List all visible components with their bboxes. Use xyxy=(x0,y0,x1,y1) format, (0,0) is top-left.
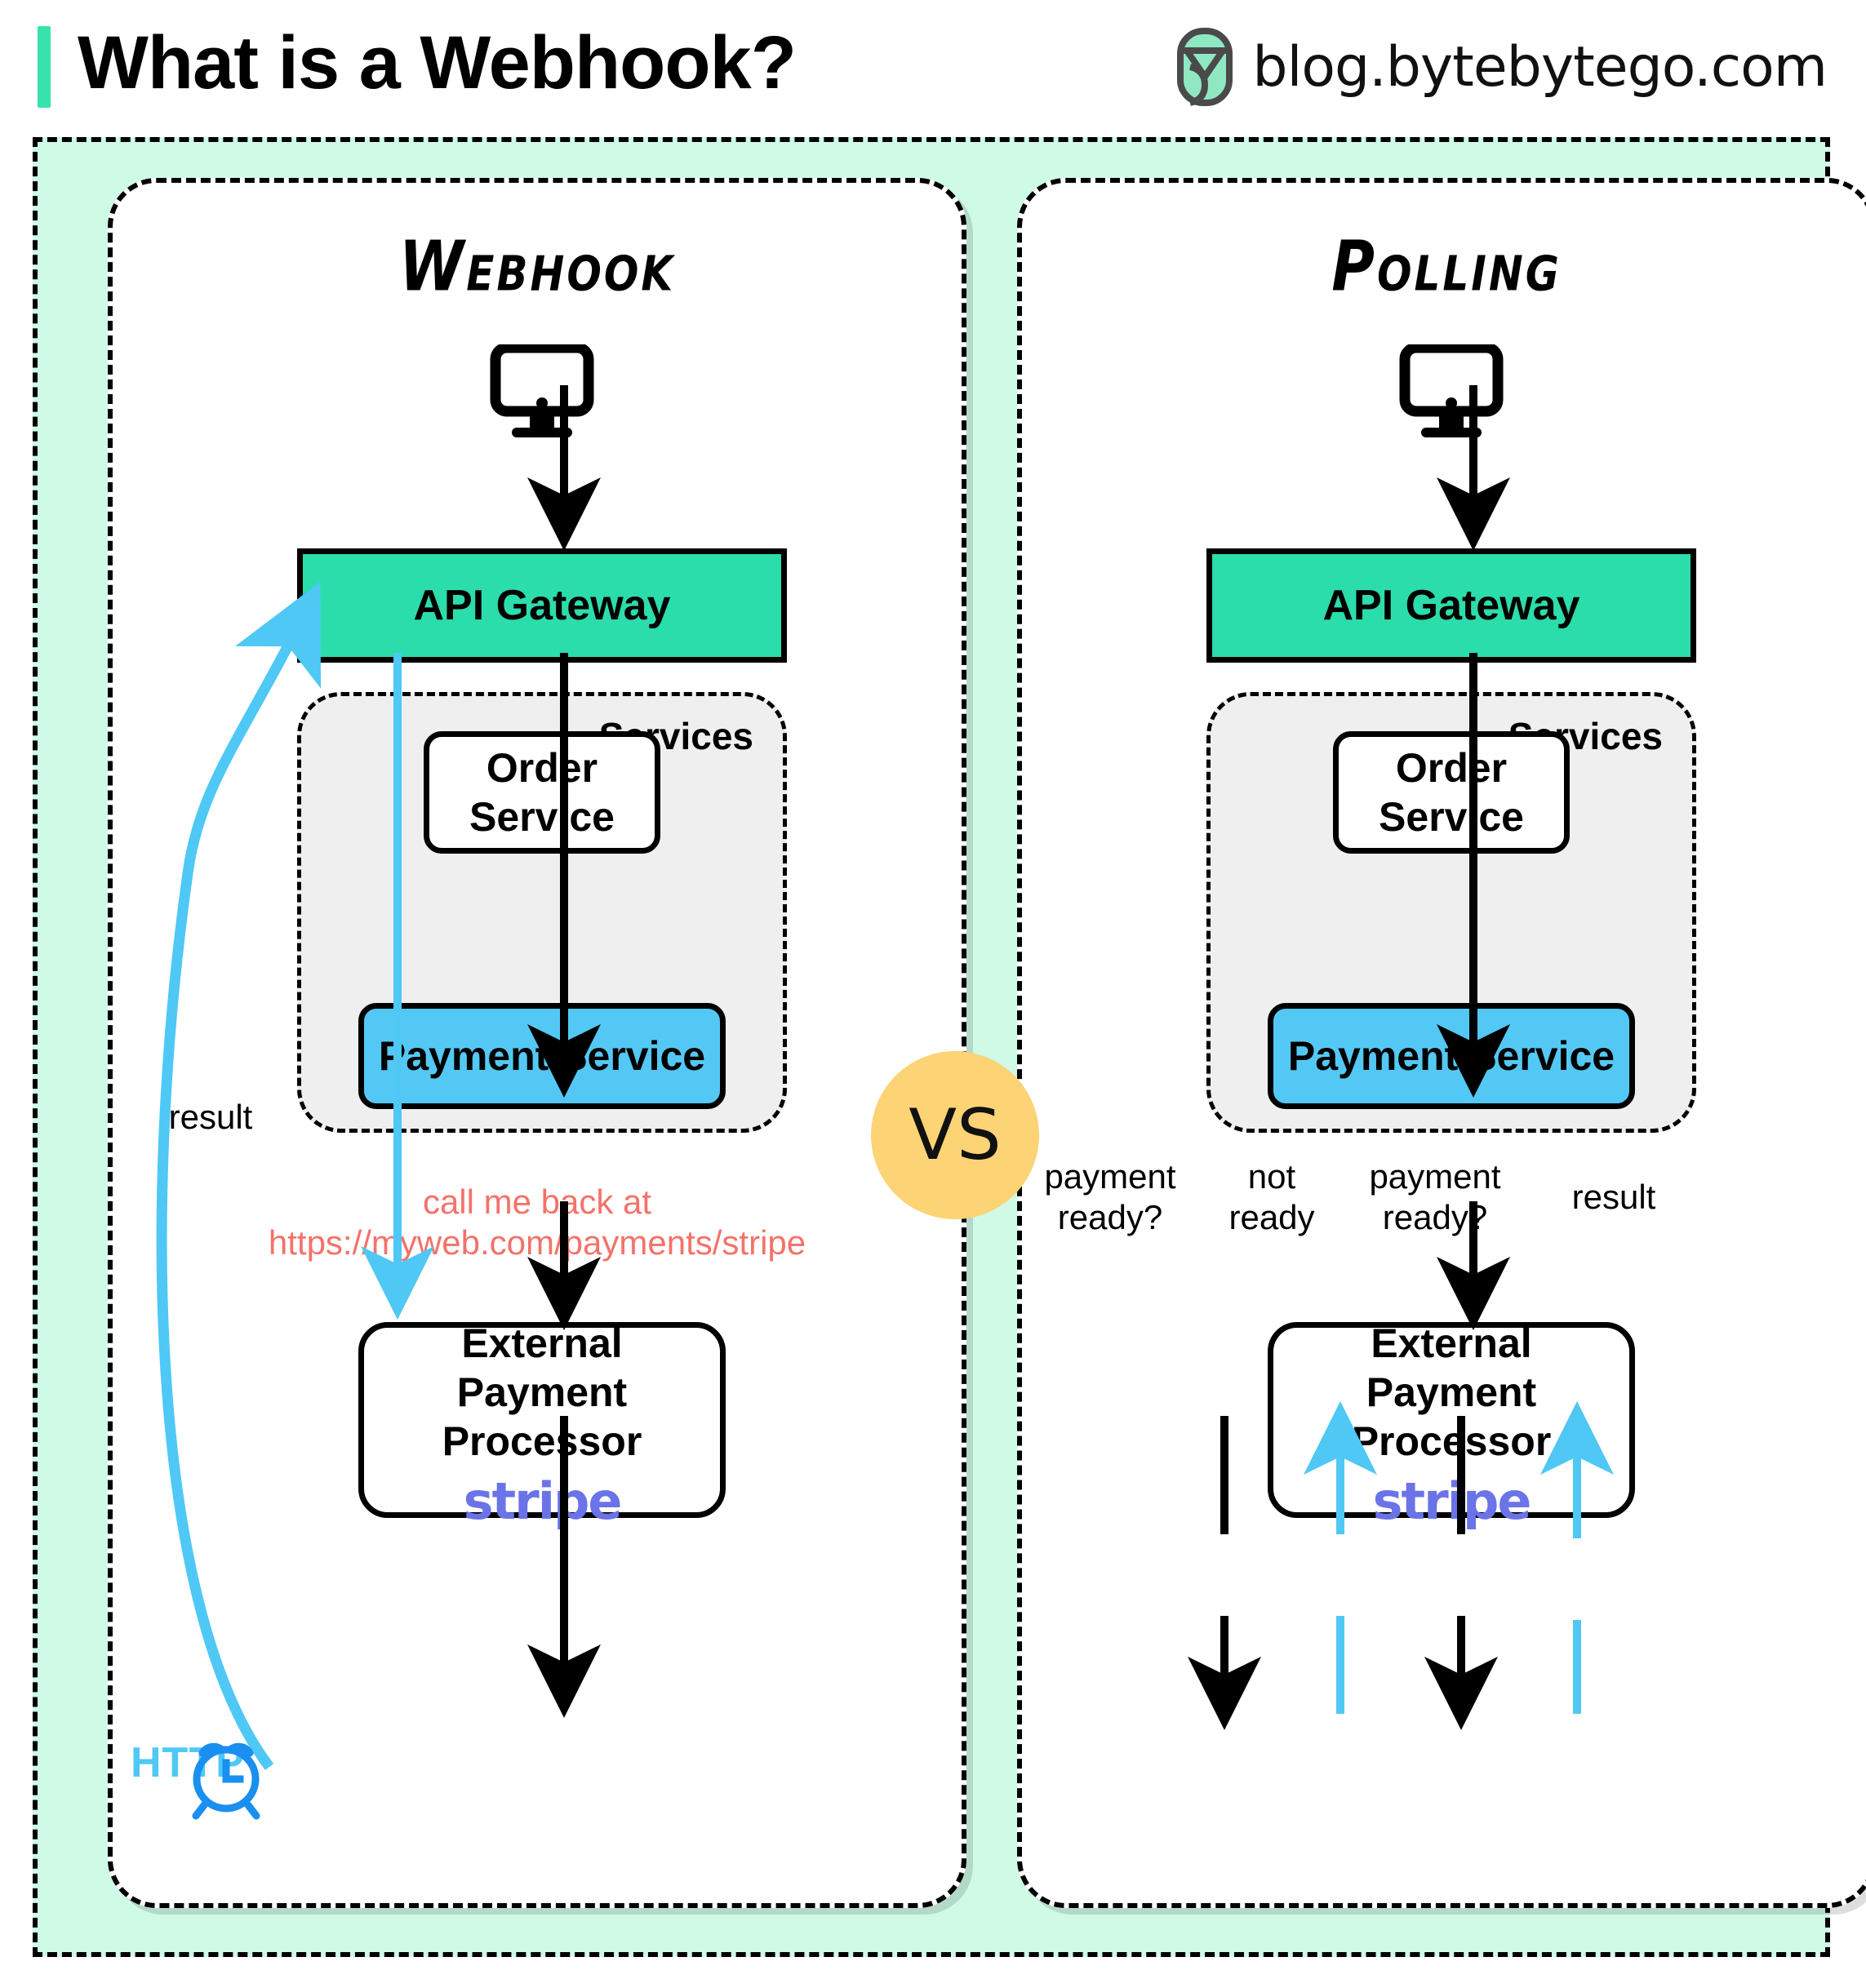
webhook-order-service[interactable]: Order Service xyxy=(424,731,660,854)
panel-polling: Polling API Gateway Services Order Servi… xyxy=(1017,178,1866,1908)
webhook-payment-service[interactable]: Payment Service xyxy=(358,1003,726,1109)
stripe-logo: stripe xyxy=(463,1471,623,1531)
vs-badge: VS xyxy=(871,1051,1039,1219)
panel-title-webhook: Webhook xyxy=(398,225,676,307)
order-service-line2: Service xyxy=(1379,794,1524,840)
diagram-frame: Webhook API Gateway Services Order Servi… xyxy=(33,137,1866,1957)
poll-label-0-line2: ready? xyxy=(1057,1198,1163,1236)
polling-api-gateway[interactable]: API Gateway xyxy=(1206,548,1696,663)
bytebytego-logo-icon xyxy=(1175,28,1234,106)
poll-label-2-line1: payment xyxy=(1369,1157,1501,1196)
page-header: What is a Webhook? blog.bytebytego.com xyxy=(0,0,1866,131)
poll-label-1-line1: not xyxy=(1247,1157,1296,1196)
processor-line1: External xyxy=(461,1320,623,1366)
processor-line2: Payment Processor xyxy=(1351,1369,1552,1464)
callback-line2: https://myweb.com/payments/stripe xyxy=(268,1223,806,1262)
polling-payment-service[interactable]: Payment Service xyxy=(1268,1003,1635,1109)
order-service-line1: Order xyxy=(486,745,598,791)
panel-title-polling: Polling xyxy=(1331,225,1562,307)
brand-url: blog.bytebytego.com xyxy=(1252,34,1828,100)
stripe-logo: stripe xyxy=(1372,1471,1532,1531)
panel-webhook: Webhook API Gateway Services Order Servi… xyxy=(108,178,966,1908)
alarm-clock-icon xyxy=(181,1732,271,1822)
poll-label-3-line1: result xyxy=(1571,1178,1656,1216)
webhook-api-gateway[interactable]: API Gateway xyxy=(297,548,787,663)
callback-line1: call me back at xyxy=(422,1183,652,1221)
webhook-external-processor[interactable]: External Payment Processor stripe xyxy=(358,1320,726,1527)
order-service-line2: Service xyxy=(469,794,615,840)
poll-label-1-line2: ready xyxy=(1228,1198,1315,1236)
poll-label-2-line2: ready? xyxy=(1382,1198,1488,1236)
poll-label-0-line1: payment xyxy=(1044,1157,1176,1196)
processor-line2: Payment Processor xyxy=(442,1369,642,1464)
processor-line1: External xyxy=(1371,1320,1532,1366)
title-accent-bar xyxy=(38,26,51,108)
webhook-result-label: result xyxy=(168,1098,253,1136)
page-title: What is a Webhook? xyxy=(78,21,797,104)
order-service-line1: Order xyxy=(1395,745,1508,791)
polling-external-processor[interactable]: External Payment Processor stripe xyxy=(1268,1320,1635,1527)
polling-order-service[interactable]: Order Service xyxy=(1333,731,1570,854)
desktop-monitor-icon xyxy=(489,342,595,442)
brand: blog.bytebytego.com xyxy=(1175,28,1828,106)
desktop-monitor-icon xyxy=(1398,342,1504,442)
